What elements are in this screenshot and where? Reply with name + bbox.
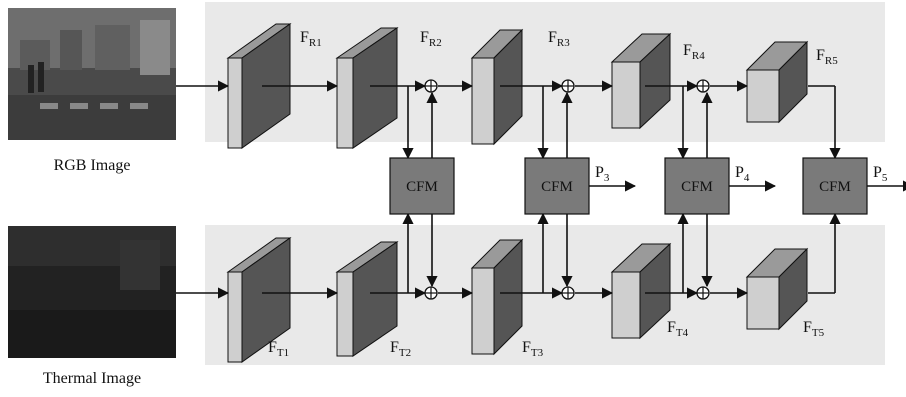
thermal-block-4-front	[612, 272, 640, 338]
rgb-block-5-front	[747, 70, 779, 122]
rgb-image-caption: RGB Image	[54, 157, 131, 174]
thermal-block-2-front	[337, 272, 353, 356]
thermal-block-5-front	[747, 277, 779, 329]
output-label-P4: P4	[735, 164, 750, 184]
rgb-block-2-front	[337, 58, 353, 148]
output-label-P3: P3	[595, 164, 610, 184]
cfm-label: CFM	[541, 179, 573, 195]
cfm-module-3: CFM	[525, 158, 589, 214]
cfm-module-5: CFM	[803, 158, 867, 214]
rgb-fusion-add-4	[697, 80, 709, 92]
thermal-fusion-add-2	[425, 287, 437, 299]
rgb-block-4-front	[612, 62, 640, 128]
thermal-image-caption: Thermal Image	[43, 370, 141, 387]
thermal-fusion-add-3	[562, 287, 574, 299]
rgb-image	[8, 8, 176, 140]
cfm-label: CFM	[819, 179, 851, 195]
rgb-fusion-add-3	[562, 80, 574, 92]
thermal-fusion-add-4	[697, 287, 709, 299]
cfm-module-4: CFM	[665, 158, 729, 214]
rgb-fusion-add-2	[425, 80, 437, 92]
cfm-label: CFM	[681, 179, 713, 195]
thermal-block-1-front	[228, 272, 242, 362]
rgb-block-1-front	[228, 58, 242, 148]
rgb-block-3-front	[472, 58, 494, 144]
thermal-block-3-front	[472, 268, 494, 354]
thermal-image	[8, 226, 176, 358]
cfm-module-2: CFM	[390, 158, 454, 214]
cfm-label: CFM	[406, 179, 438, 195]
output-label-P5: P5	[873, 164, 888, 184]
